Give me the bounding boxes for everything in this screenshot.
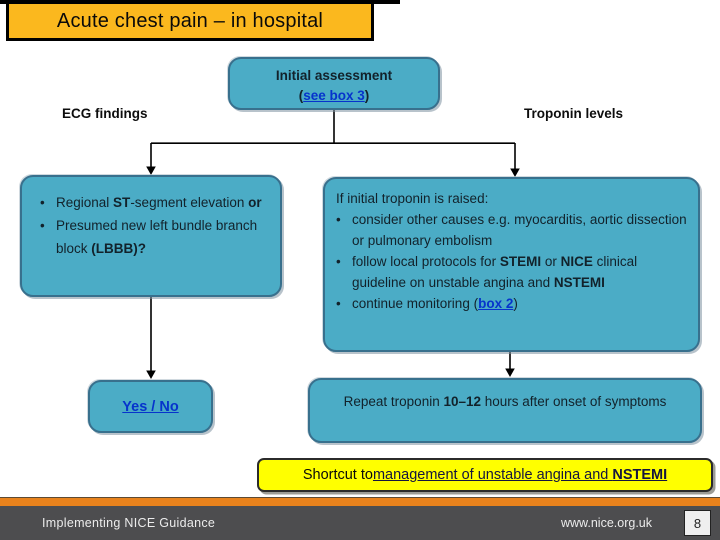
initial-assessment-title: Initial assessment: [275, 68, 393, 83]
text-run-bold: (LBBB)?: [91, 241, 147, 256]
bullet-dot: •: [336, 296, 341, 311]
troponin-levels-label: Troponin levels: [524, 106, 624, 121]
paren: (: [298, 88, 304, 103]
troponin-bullet-1: • consider other causes e.g. myocarditis,…: [336, 209, 690, 251]
text-run: consider other causes e.g. myocarditis, …: [352, 212, 687, 248]
yes-no-link[interactable]: Yes / No: [122, 398, 179, 415]
bullet-dot: •: [336, 254, 341, 269]
paren: ): [364, 88, 370, 103]
arrowhead-troponin-box: [510, 168, 520, 177]
bullet-dot: •: [40, 195, 45, 210]
slide-title-box: Acute chest pain – in hospital: [6, 4, 374, 41]
arrowhead-yesno-box: [146, 370, 156, 379]
footer-url[interactable]: www.nice.org.uk: [560, 516, 652, 530]
text-run: management of unstable angina and: [372, 467, 613, 483]
text-run-bold: ST: [113, 195, 131, 210]
text-run: or: [541, 254, 561, 269]
box-2-link[interactable]: box 2: [478, 296, 514, 311]
shortcut-prefix: Shortcut to: [302, 467, 373, 483]
troponin-heading: If initial troponin is raised:: [336, 191, 489, 206]
page-number: 8: [693, 515, 702, 531]
repeat-troponin-box: Repeat troponin 10–12 hours after onset …: [308, 378, 702, 443]
text-run-bold: 10–12: [443, 394, 482, 409]
ecg-bullet-2: • Presumed new left bundle branch block (…: [40, 214, 270, 260]
troponin-raised-box: If initial troponin is raised: • consider…: [323, 177, 700, 352]
text-run: Regional: [56, 195, 114, 210]
yes-no-box: Yes / No: [88, 380, 213, 433]
shortcut-link[interactable]: management of unstable angina and NSTEMI: [373, 467, 667, 483]
slide-title: Acute chest pain – in hospital: [56, 9, 324, 32]
text-run-bold: NICE: [560, 254, 593, 269]
text-run: clinical guideline on unstable angina an…: [352, 254, 638, 290]
text-run: Repeat troponin: [343, 394, 444, 409]
ecg-bullet-1: • Regional ST-segment elevation or: [40, 191, 270, 214]
shortcut-box: Shortcut to management of unstable angin…: [257, 458, 713, 492]
top-black-strip: [0, 0, 400, 4]
footer-branding: Implementing NICE Guidance: [42, 516, 216, 530]
page-number-box: 8: [684, 510, 711, 536]
footer-bar: Implementing NICE Guidance www.nice.org.…: [0, 506, 720, 540]
text-run-bold: STEMI: [499, 254, 542, 269]
text-run: Presumed new left bundle branch block: [56, 218, 258, 256]
troponin-bullet-2: • follow local protocols for STEMI or NIC…: [336, 251, 690, 293]
text-run: continue monitoring (: [352, 296, 479, 311]
initial-assessment-ref: (see box 3): [230, 86, 438, 106]
text-run: -segment elevation: [130, 195, 249, 210]
text-run-bold: NSTEMI: [553, 275, 605, 290]
bullet-dot: •: [336, 212, 341, 227]
text-run-bold: NSTEMI: [612, 467, 668, 483]
text-run: hours after onset of symptoms: [481, 394, 667, 409]
see-box-3-link[interactable]: see box 3: [303, 88, 365, 103]
arrowhead-repeat-box: [505, 368, 515, 377]
ecg-criteria-box: • Regional ST-segment elevation or • Presu…: [20, 175, 282, 297]
text-run: follow local protocols for: [352, 254, 500, 269]
initial-assessment-box: Initial assessment (see box 3): [228, 57, 440, 110]
troponin-bullet-3: • continue monitoring (box 2): [336, 293, 690, 314]
footer-orange-bar: [0, 497, 720, 506]
text-run: ): [513, 296, 518, 311]
ecg-findings-label: ECG findings: [62, 106, 148, 121]
arrowhead-ecg-box: [146, 166, 156, 175]
text-run-bold: or: [248, 195, 262, 210]
bullet-dot: •: [40, 218, 45, 233]
